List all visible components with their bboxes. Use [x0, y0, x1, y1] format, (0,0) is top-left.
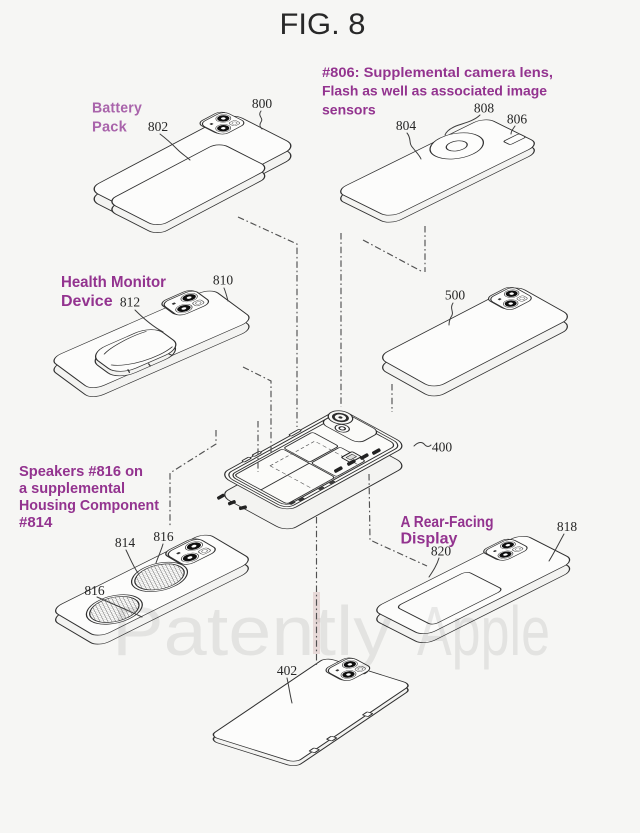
svg-text:802: 802 — [148, 119, 168, 134]
svg-text:804: 804 — [396, 118, 417, 133]
svg-text:#806: Supplemental camera lens: #806: Supplemental camera lens, — [322, 64, 553, 80]
svg-text:Housing Component: Housing Component — [19, 497, 159, 514]
svg-text:812: 812 — [120, 295, 140, 310]
svg-text:816: 816 — [84, 583, 105, 598]
svg-text:sensors: sensors — [322, 102, 376, 118]
svg-text:#814: #814 — [19, 514, 53, 531]
svg-text:FIG. 8: FIG. 8 — [280, 8, 366, 41]
svg-text:500: 500 — [445, 288, 466, 303]
svg-text:810: 810 — [213, 273, 234, 288]
svg-text:Health Monitor: Health Monitor — [61, 274, 166, 291]
svg-text:Display: Display — [401, 531, 458, 548]
svg-text:820: 820 — [431, 544, 452, 559]
svg-text:400: 400 — [432, 440, 453, 455]
svg-text:808: 808 — [474, 101, 495, 116]
svg-text:A Rear-Facing: A Rear-Facing — [401, 514, 494, 531]
svg-text:800: 800 — [252, 96, 273, 111]
svg-text:Pack: Pack — [92, 120, 128, 136]
svg-text:814: 814 — [115, 535, 136, 550]
svg-text:Apple: Apple — [417, 592, 550, 670]
svg-text:806: 806 — [507, 112, 528, 127]
svg-text:Flash as well as associated im: Flash as well as associated image — [322, 83, 547, 99]
svg-text:Battery: Battery — [92, 101, 142, 117]
svg-text:a supplemental: a supplemental — [19, 480, 125, 497]
svg-text:402: 402 — [277, 663, 297, 678]
svg-text:Device: Device — [61, 293, 113, 310]
svg-text:Patently: Patently — [112, 592, 392, 670]
svg-text:816: 816 — [153, 529, 174, 544]
svg-text:818: 818 — [557, 519, 578, 534]
svg-text:Speakers #816 on: Speakers #816 on — [19, 463, 143, 480]
